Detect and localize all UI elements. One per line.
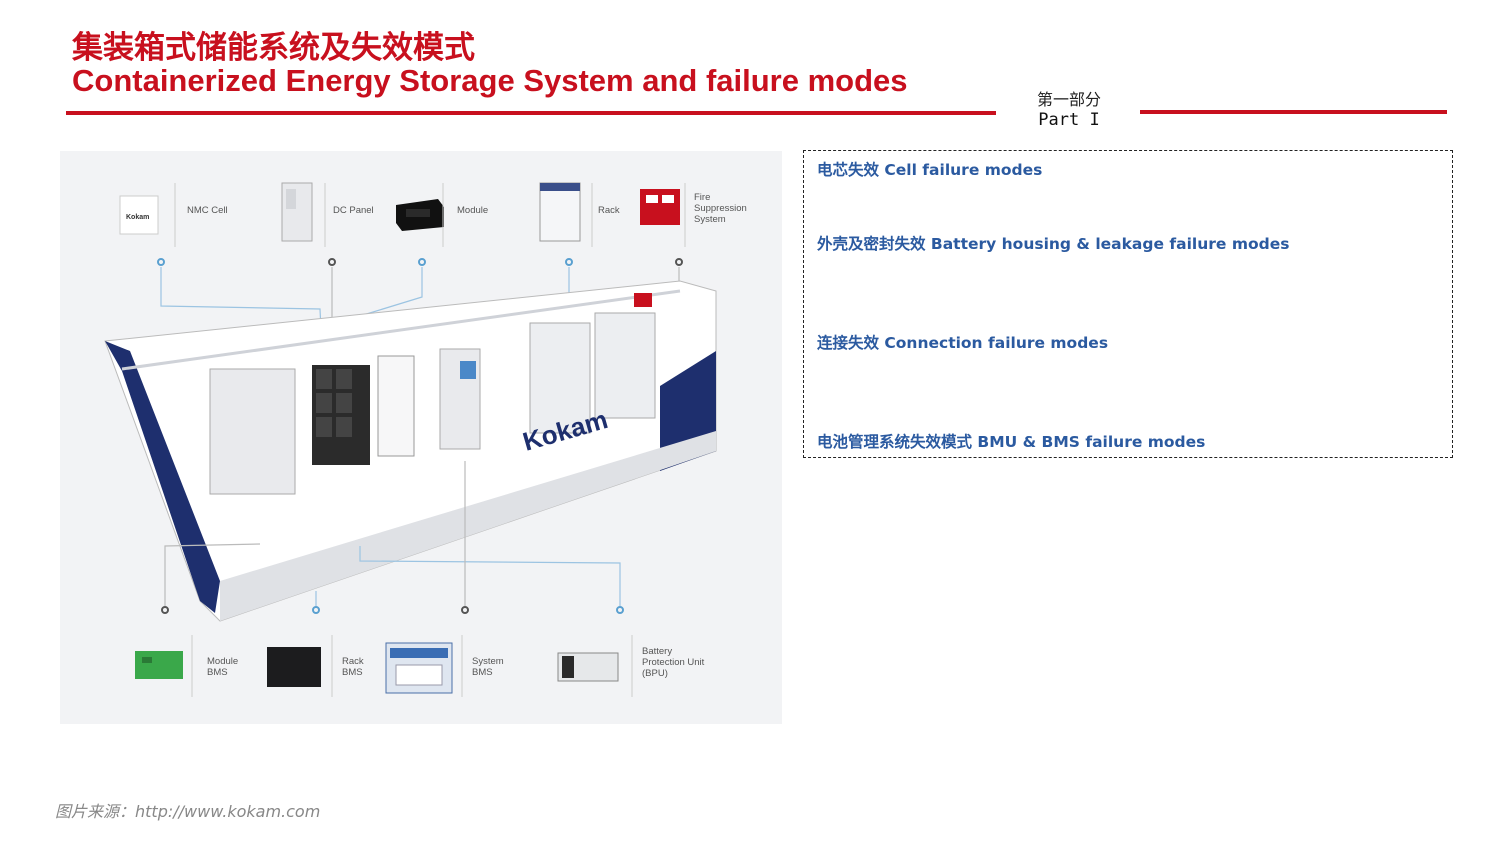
label-system-bms: System BMS	[472, 656, 504, 678]
module-bms-thumbnail	[135, 651, 183, 679]
title-rule-right	[1140, 110, 1447, 114]
part-label-cn: 第一部分	[1036, 90, 1101, 109]
system-bms-thumbnail	[385, 642, 453, 694]
page-title-cn: 集装箱式储能系统及失效模式	[72, 30, 475, 66]
nmc-cell-logo: Kokam	[126, 214, 149, 221]
label-module: Module	[457, 205, 489, 216]
page-title-en: Containerized Energy Storage System and …	[72, 63, 908, 98]
label-rack-bms: Rack BMS	[342, 656, 364, 678]
label-nmc-cell: NMC Cell	[187, 205, 228, 216]
part-label-en: Part I	[1038, 110, 1100, 130]
failure-mode-housing: 外壳及密封失效 Battery housing & leakage failur…	[817, 235, 1290, 253]
image-source-note: 图片来源：http://www.kokam.com	[55, 802, 321, 821]
failure-mode-cell: 电芯失效 Cell failure modes	[817, 161, 1043, 179]
rack-bms-thumbnail	[267, 647, 321, 687]
failure-mode-connection: 连接失效 Connection failure modes	[817, 334, 1109, 352]
title-rule-left	[66, 111, 996, 115]
bpu-thumbnail	[557, 652, 619, 682]
container-illustration: Kokam	[104, 182, 717, 697]
label-bpu: Battery Protection Unit (BPU)	[642, 646, 705, 679]
container-body	[104, 280, 717, 622]
fire-suppression-thumbnail	[640, 189, 680, 225]
label-module-bms: Module BMS	[207, 656, 239, 678]
nmc-cell-thumbnail: Kokam	[119, 195, 159, 235]
label-fire-suppression: Fire Suppression System	[694, 192, 747, 225]
failure-modes-box: 电芯失效 Cell failure modes 外壳及密封失效 Battery …	[803, 150, 1453, 458]
module-thumbnail	[396, 199, 444, 231]
label-dc-panel: DC Panel	[333, 205, 374, 216]
label-rack: Rack	[598, 205, 620, 216]
failure-mode-bms: 电池管理系统失效模式 BMU & BMS failure modes	[817, 433, 1206, 451]
dc-panel-thumbnail	[281, 182, 313, 242]
container-ess-figure: Kokam	[60, 151, 782, 724]
rack-thumbnail	[539, 182, 581, 242]
